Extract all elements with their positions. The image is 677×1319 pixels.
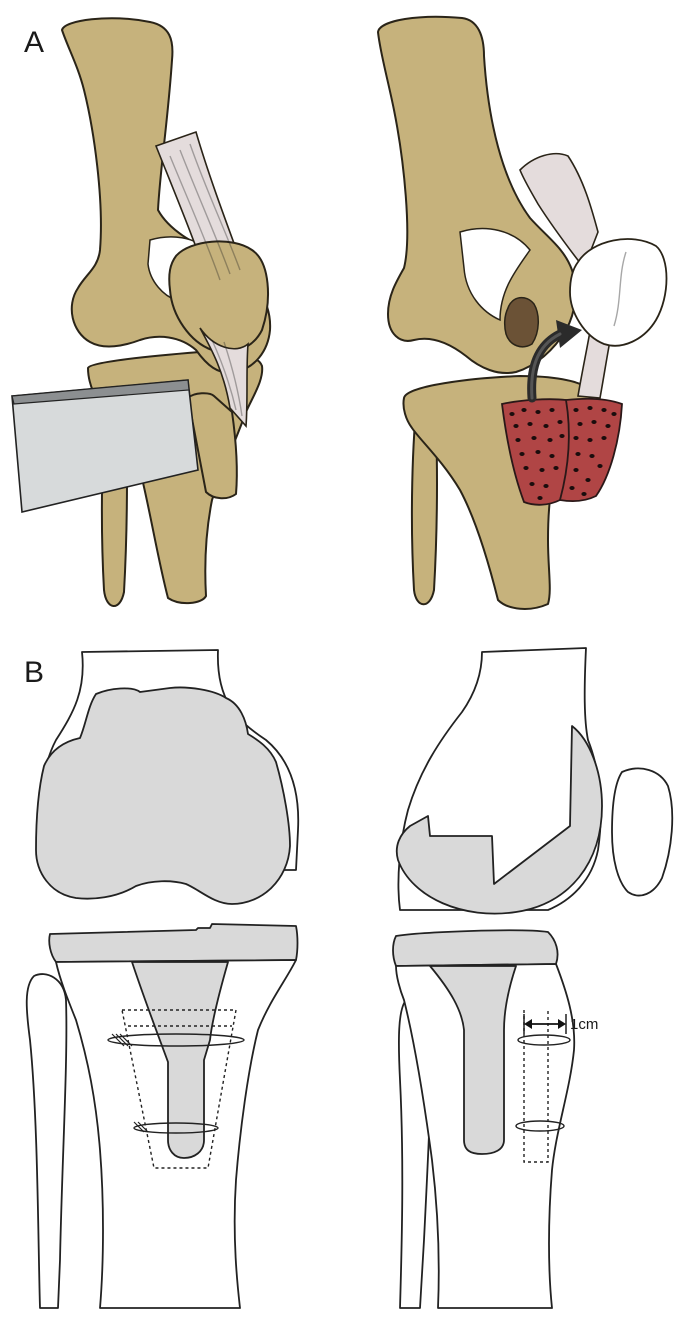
bone-graft [502, 399, 622, 505]
patella-right-a [570, 239, 667, 346]
panel-a-right-knee [378, 17, 667, 609]
panel-a-label: A [24, 26, 44, 59]
measurement-label: 1cm [570, 1016, 598, 1033]
fibula-outline-ap [27, 974, 67, 1308]
panel-a-left-knee [12, 18, 270, 606]
tibial-tray-ap [49, 924, 297, 962]
tibial-tray-lat [393, 930, 558, 966]
patella-outline-lat [612, 768, 672, 895]
panel-b-label: B [24, 656, 44, 689]
femoral-cut-surface [505, 298, 539, 347]
panel-b-left-ap-view [27, 650, 299, 1308]
panel-b-right-lateral-view: 1cm [393, 648, 672, 1308]
